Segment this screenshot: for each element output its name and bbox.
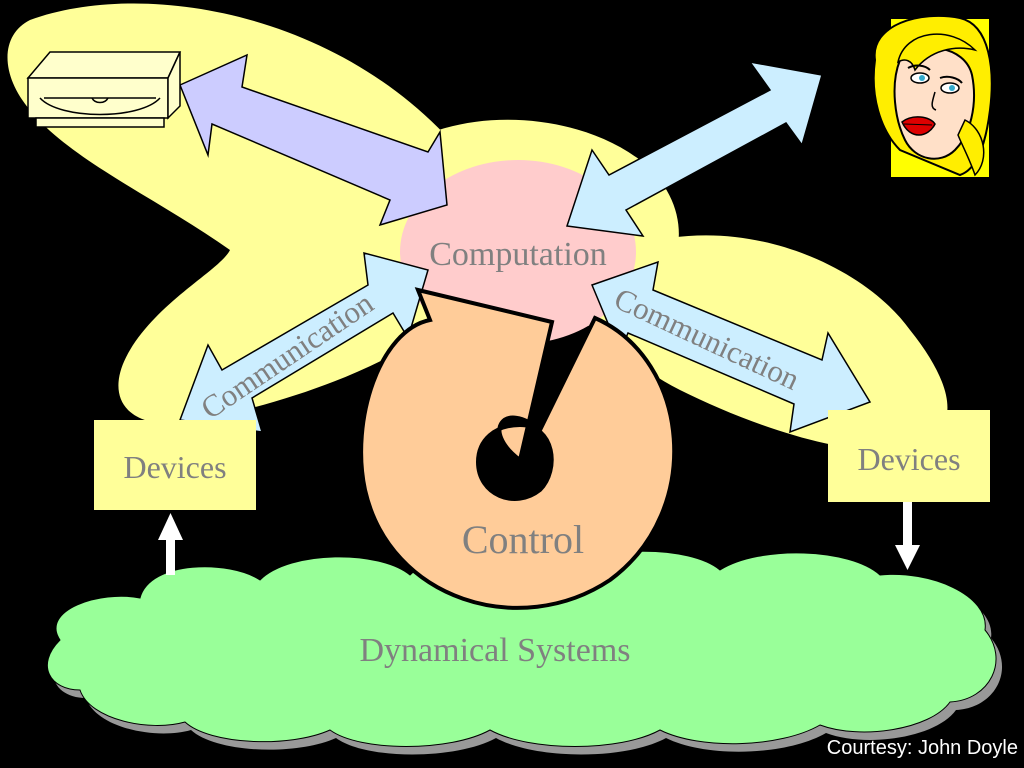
devices-right-box <box>828 410 990 502</box>
arrow-down-right <box>895 502 920 570</box>
user-face-icon <box>872 14 993 179</box>
control-shape <box>359 287 677 610</box>
devices-right-label: Devices <box>857 441 960 477</box>
cloud-body <box>47 550 997 747</box>
credit-label: Courtesy: John Doyle <box>827 737 1018 759</box>
arrows <box>178 53 872 434</box>
devices-left-box <box>94 420 256 510</box>
arrow-disk-computation <box>179 53 448 227</box>
arrow-computation-user <box>566 60 823 237</box>
control-label: Control <box>462 517 584 562</box>
arrow-communication-left <box>178 251 429 433</box>
device-system-arrows <box>158 502 920 575</box>
devices-left-label: Devices <box>123 449 226 485</box>
dynamical-systems-label: Dynamical Systems <box>359 632 630 669</box>
arrow-up-left <box>158 513 183 575</box>
disk-drive-icon <box>26 51 182 128</box>
dynamical-systems-cloud <box>47 550 1003 755</box>
computation-label: Computation <box>429 236 607 273</box>
